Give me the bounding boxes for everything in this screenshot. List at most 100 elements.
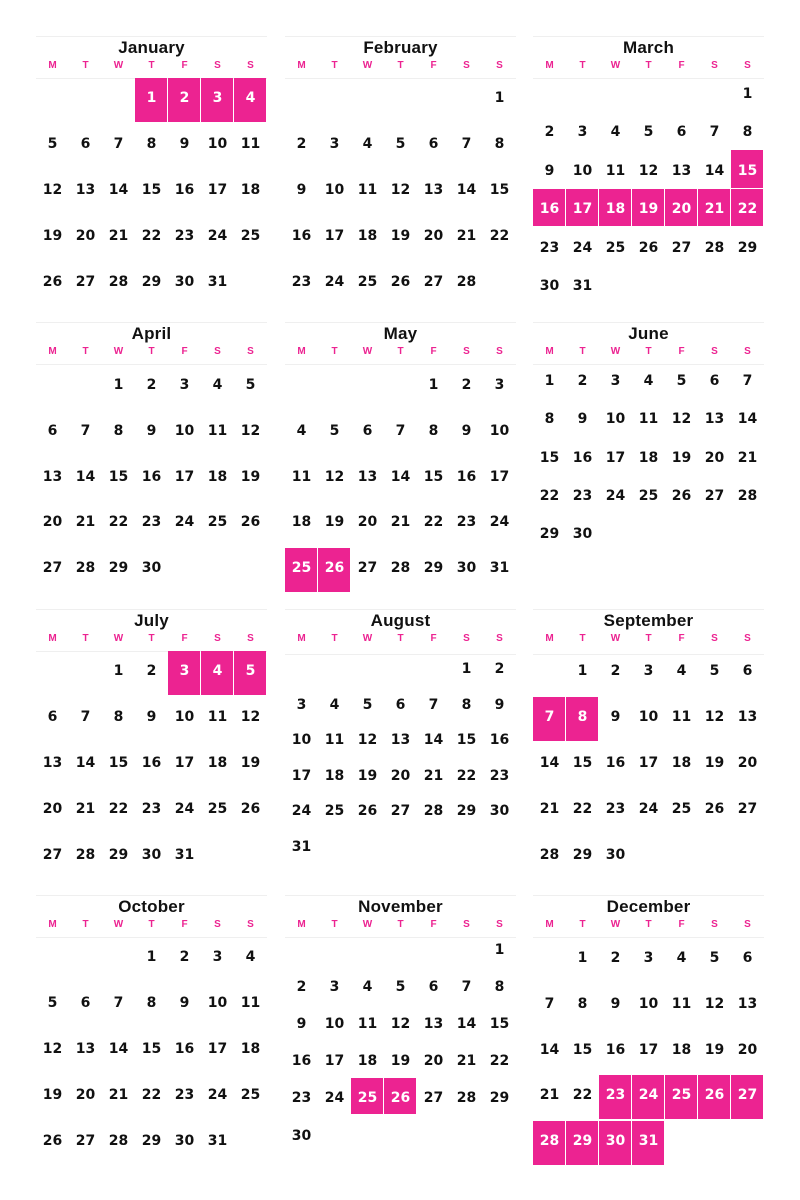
- day-number: 14: [737, 411, 758, 428]
- day-number: 7: [742, 373, 753, 389]
- day-number: 15: [423, 468, 444, 485]
- day-number: 12: [671, 411, 692, 428]
- day-number: 2: [577, 373, 588, 389]
- day-number: 6: [428, 979, 439, 996]
- day-number: 5: [47, 995, 58, 1011]
- highlighted-day: 28: [539, 1133, 560, 1150]
- day-number: 23: [572, 487, 593, 504]
- highlighted-day: 23: [605, 1087, 626, 1104]
- weekday-header-divider: [533, 654, 764, 655]
- day-number: 15: [572, 1041, 593, 1058]
- day-number: 22: [108, 801, 129, 817]
- weekday-label: M: [297, 633, 306, 644]
- day-number: 17: [638, 1041, 659, 1058]
- day-number: 1: [461, 661, 472, 677]
- highlighted-day: 29: [572, 1133, 593, 1150]
- highlighted-day-cell: [731, 188, 763, 227]
- month-divider: [533, 895, 764, 896]
- day-number: 22: [141, 1087, 162, 1103]
- day-number: 19: [42, 1087, 63, 1103]
- day-number: 7: [395, 422, 406, 439]
- day-number: 2: [544, 124, 555, 141]
- day-number: 11: [291, 468, 312, 485]
- weekday-label: W: [113, 60, 124, 71]
- weekday-label: W: [362, 60, 373, 71]
- day-number: 17: [174, 468, 195, 485]
- day-number: 10: [174, 422, 195, 439]
- highlighted-day-cell: [665, 1074, 697, 1119]
- day-number: 27: [423, 1090, 444, 1107]
- weekday-label: F: [430, 919, 437, 930]
- day-number: 19: [324, 514, 345, 531]
- day-number: 9: [296, 1016, 307, 1033]
- day-number: 2: [610, 663, 621, 679]
- weekday-label: W: [113, 346, 124, 357]
- day-number: 30: [456, 560, 477, 577]
- day-number: 25: [207, 801, 228, 817]
- day-number: 27: [737, 801, 758, 817]
- month-divider: [285, 36, 516, 37]
- day-number: 30: [174, 1133, 195, 1149]
- day-number: 18: [357, 1053, 378, 1070]
- day-number: 16: [605, 755, 626, 771]
- day-number: 15: [456, 732, 477, 748]
- weekday-label: S: [496, 919, 503, 930]
- day-number: 30: [605, 847, 626, 863]
- day-number: 18: [207, 468, 228, 485]
- day-number: 28: [423, 803, 444, 819]
- weekday-label: T: [82, 633, 89, 644]
- day-number: 29: [141, 274, 162, 290]
- highlighted-day: 7: [544, 709, 555, 725]
- month-title: April: [131, 324, 172, 343]
- day-number: 30: [174, 274, 195, 290]
- month-divider: [36, 609, 267, 610]
- weekday-label: T: [397, 346, 404, 357]
- day-number: 29: [456, 803, 477, 819]
- day-number: 28: [75, 560, 96, 577]
- highlighted-day: 3: [179, 663, 190, 679]
- day-number: 15: [108, 755, 129, 771]
- day-number: 28: [390, 560, 411, 577]
- day-number: 1: [428, 377, 439, 393]
- day-number: 19: [704, 1041, 725, 1058]
- day-number: 1: [544, 373, 555, 389]
- weekday-header-divider: [533, 364, 764, 365]
- day-number: 24: [207, 1087, 228, 1103]
- weekday-label: S: [496, 346, 503, 357]
- highlighted-day: 26: [324, 560, 345, 577]
- day-number: 6: [47, 709, 58, 725]
- day-number: 6: [428, 136, 439, 152]
- highlighted-day-cell: [135, 77, 167, 122]
- weekday-label: F: [430, 60, 437, 71]
- day-number: 6: [742, 663, 753, 679]
- day-number: 29: [539, 526, 560, 543]
- weekday-label: F: [678, 919, 685, 930]
- month-title: August: [370, 611, 431, 630]
- day-number: 1: [577, 663, 588, 679]
- day-number: 21: [108, 1087, 129, 1103]
- day-number: 10: [638, 995, 659, 1012]
- day-number: 25: [240, 1087, 261, 1103]
- day-number: 14: [539, 755, 560, 771]
- weekday-label: W: [610, 633, 621, 644]
- day-number: 9: [577, 411, 588, 428]
- day-number: 5: [676, 373, 687, 389]
- month-title: July: [134, 611, 169, 630]
- weekday-label: W: [610, 60, 621, 71]
- day-number: 9: [179, 995, 190, 1011]
- weekday-label: W: [113, 919, 124, 930]
- day-number: 8: [461, 696, 472, 713]
- weekday-label: S: [463, 919, 470, 930]
- day-number: 17: [324, 228, 345, 244]
- weekday-label: S: [247, 346, 254, 357]
- day-number: 7: [461, 136, 472, 152]
- day-number: 26: [240, 801, 261, 817]
- day-number: 15: [108, 468, 129, 485]
- day-number: 28: [737, 487, 758, 504]
- month-divider: [36, 322, 267, 323]
- highlighted-day-cell: [731, 1074, 763, 1119]
- weekday-label: S: [463, 60, 470, 71]
- highlighted-day: 16: [539, 201, 560, 218]
- day-number: 13: [357, 468, 378, 485]
- day-number: 9: [296, 182, 307, 198]
